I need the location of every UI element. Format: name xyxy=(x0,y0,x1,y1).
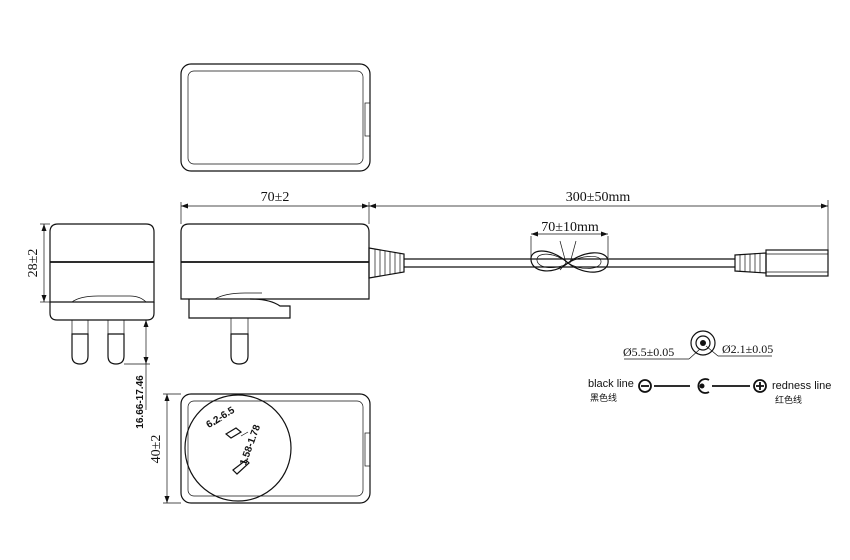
redness-line-label: redness line xyxy=(772,380,831,392)
tie-length-dimension: 70±10mm xyxy=(541,220,599,235)
prong-length-dimension: 16.66-17.46 xyxy=(135,375,146,429)
pin-thickness-dimension: 1.58-1.78 xyxy=(238,423,263,467)
plug-face-circle xyxy=(184,394,292,502)
positive-symbol xyxy=(753,379,767,393)
pin-width-dimension: 6.2-6.5 xyxy=(205,405,238,431)
height-dimension: 28±2 xyxy=(26,249,41,278)
connector-detail: Ø5.5±0.05 Ø2.1±0.05 xyxy=(623,330,773,360)
bottom-view: 6.2-6.5 1.58-1.78 40±2 xyxy=(149,393,371,504)
negative-symbol xyxy=(638,379,652,393)
end-view-prongs xyxy=(71,320,125,365)
outer-diameter-label: Ø5.5±0.05 xyxy=(623,345,674,359)
redness-line-label-cn: 红色线 xyxy=(775,394,802,406)
polarity-diagram: black line 黑色线 redness line 红色线 xyxy=(588,378,831,406)
dc-connector xyxy=(734,249,829,277)
black-line-label: black line xyxy=(588,378,634,390)
black-line-label-cn: 黑色线 xyxy=(590,392,617,404)
front-view: 70±2 300±50mm 70±10mm xyxy=(180,190,829,365)
inner-diameter-label: Ø2.1±0.05 xyxy=(722,342,773,356)
cable-tie xyxy=(530,240,609,273)
strain-relief xyxy=(368,247,405,279)
depth-dimension: 40±2 xyxy=(149,435,164,464)
cable-length-dimension: 300±50mm xyxy=(566,190,631,205)
center-polarity-symbol xyxy=(697,378,710,394)
plug-face-pins xyxy=(213,419,250,475)
top-view xyxy=(180,63,371,172)
end-view: 28±2 16.66-17.46 xyxy=(26,223,155,429)
front-view-prong xyxy=(230,318,249,365)
body-length-dimension: 70±2 xyxy=(261,190,290,205)
